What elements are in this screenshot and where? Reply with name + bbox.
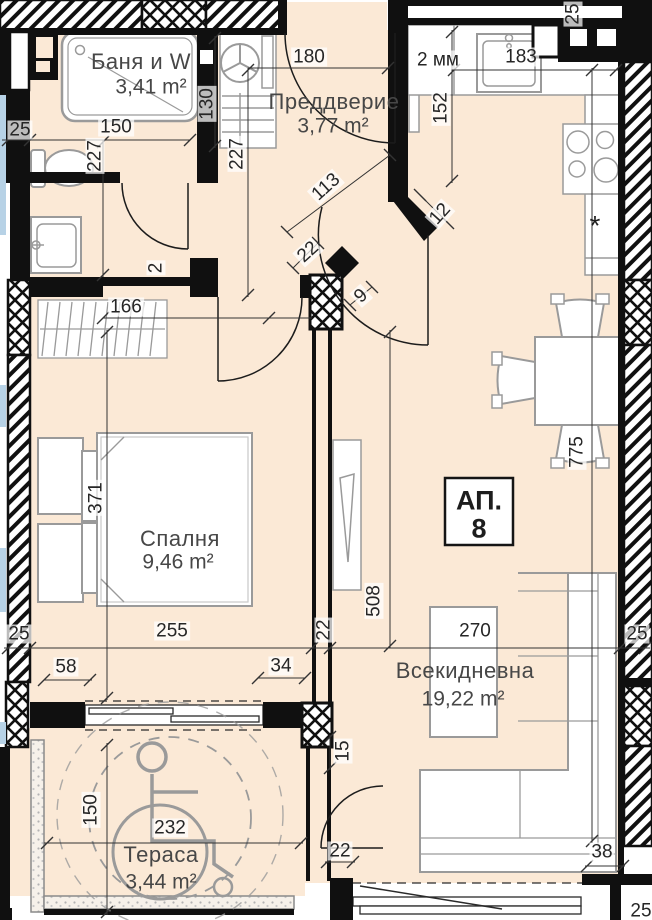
dim-right-wall-25: 25	[624, 623, 650, 645]
apartment-badge-line1: АП.	[455, 485, 503, 516]
room-label-living: Всекидневна	[395, 658, 535, 683]
chair	[496, 354, 536, 406]
room-area-bedroom: 9,46 m²	[142, 550, 214, 574]
wardrobe	[37, 299, 168, 359]
room-area-living: 19,22 m²	[421, 687, 505, 711]
terrace-door-arc	[320, 785, 384, 849]
room-label-bath: Баня и W	[90, 49, 192, 74]
dim-terrace-width: 232	[152, 817, 188, 839]
room-area-bath: 3,41 m²	[115, 75, 187, 99]
dim-left-wall-25-top: 25	[7, 119, 33, 141]
dim-kitchen-width: 183	[503, 46, 539, 68]
bedroom-door-arc	[217, 296, 303, 382]
living-door-arc	[317, 206, 429, 346]
sofa	[419, 572, 617, 873]
burner-icon	[568, 160, 586, 178]
bathroom-door-arc	[121, 182, 189, 250]
dim-terrace-height: 150	[80, 792, 102, 828]
tv-icon	[339, 472, 355, 563]
double-bed	[96, 432, 253, 607]
tub-drain	[74, 44, 86, 56]
dim-living-width: 270	[457, 620, 493, 642]
room-area-vestibule: 3,77 m²	[297, 114, 369, 138]
nightstand	[37, 523, 84, 603]
burner-icon	[595, 130, 615, 150]
dim-bedroom-height: 371	[85, 480, 107, 516]
facade-strips	[0, 95, 6, 744]
chair	[554, 298, 606, 338]
dim-small-2: 2	[145, 260, 167, 276]
wheelchair-icon	[111, 741, 234, 901]
dim-offset-34: 34	[268, 655, 294, 677]
dim-left-wall-25-mid: 25	[6, 623, 32, 645]
dim-offset-15: 15	[332, 738, 354, 764]
nightstand	[37, 437, 84, 515]
dining-table	[534, 336, 622, 426]
dim-vestibule-width: 180	[291, 46, 327, 68]
dim-vestibule-height: 227	[226, 136, 248, 172]
dim-bath-width: 150	[98, 116, 134, 138]
dim-terrace-22: 22	[327, 840, 353, 862]
dim-shaft-height: 130	[196, 86, 218, 122]
living-room-window	[352, 882, 582, 915]
apartment-badge-line2: 8	[471, 513, 487, 544]
fridge-asterisk: *	[589, 210, 601, 241]
dim-niche-166: 166	[108, 296, 144, 318]
dim-wall-22: 22	[313, 617, 335, 643]
dim-offset-38: 38	[589, 841, 615, 863]
room-area-terrace: 3,44 m²	[125, 870, 197, 894]
burner-icon	[566, 130, 590, 154]
room-label-bedroom: Спалня	[140, 526, 220, 551]
dim-wall-top-right: 25	[562, 1, 584, 27]
dim-bath-height: 227	[84, 138, 106, 174]
dim-bedroom-width: 255	[154, 620, 190, 642]
dim-note-mm: 2 мм	[415, 49, 461, 71]
room-label-terrace: Тераса	[123, 842, 199, 867]
entrance-door-arc	[284, 32, 396, 144]
dim-full-height: 775	[566, 434, 588, 470]
dim-kitchen-height: 152	[430, 90, 452, 126]
apartment-badge-box	[443, 476, 515, 547]
room-label-vestibule: Преддверие	[268, 89, 400, 114]
dim-offset-58: 58	[53, 656, 79, 678]
dim-corner-25: 25	[628, 900, 652, 920]
dim-living-height: 508	[363, 583, 385, 619]
tv-unit	[332, 439, 362, 591]
